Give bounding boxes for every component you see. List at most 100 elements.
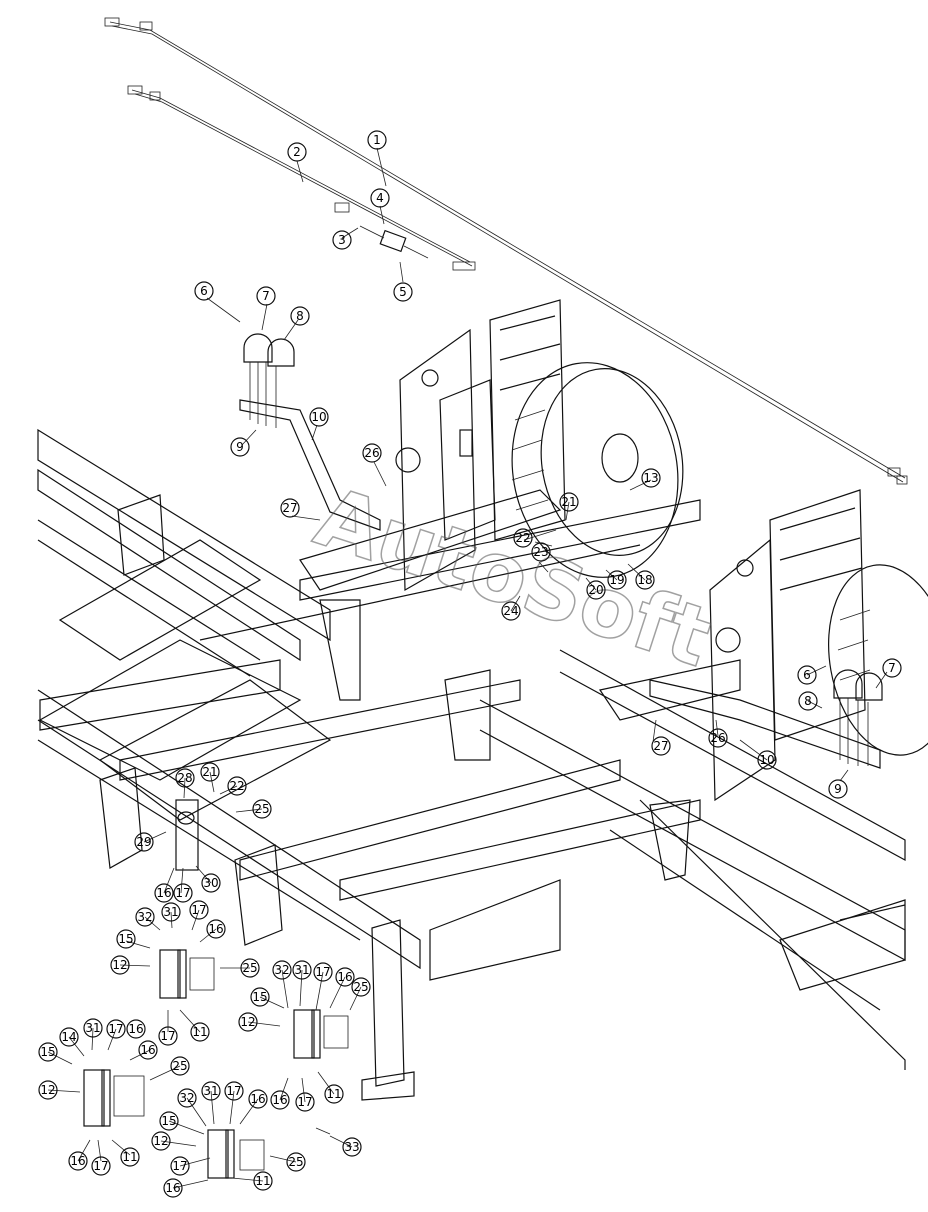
callout-31c: 31 xyxy=(83,1018,103,1038)
callout-8: 8 xyxy=(290,306,310,326)
callout-number: 6 xyxy=(200,284,208,298)
callout-number: 27 xyxy=(282,501,297,515)
callout-25d: 25 xyxy=(170,1056,190,1076)
callout-number: 14 xyxy=(61,1030,76,1044)
callout-25e: 25 xyxy=(286,1152,306,1172)
callout-number: 16 xyxy=(140,1043,155,1057)
callout-16f: 16 xyxy=(138,1040,158,1060)
callout-number: 11 xyxy=(326,1087,341,1101)
callout-16i: 16 xyxy=(163,1178,183,1198)
callout-number: 2 xyxy=(293,145,301,159)
callout-number: 12 xyxy=(153,1134,168,1148)
callout-number: 16 xyxy=(70,1154,85,1168)
callout-10: 10 xyxy=(309,407,329,427)
callout-27b: 27 xyxy=(651,736,671,756)
callout-number: 8 xyxy=(296,309,304,323)
callout-15: 15 xyxy=(116,929,136,949)
callout-29: 29 xyxy=(134,832,154,852)
callout-16b: 16 xyxy=(206,919,226,939)
callout-16d: 16 xyxy=(270,1090,290,1110)
callout-number: 17 xyxy=(172,1159,187,1173)
callout-number: 16 xyxy=(208,922,223,936)
callout-28: 28 xyxy=(175,768,195,788)
callout-number: 33 xyxy=(344,1140,359,1154)
main-frame xyxy=(37,428,906,1101)
callout-17: 17 xyxy=(173,883,193,903)
callout-number: 27 xyxy=(653,739,668,753)
callout-number: 29 xyxy=(136,835,151,849)
callout-number: 17 xyxy=(160,1029,175,1043)
callout-15d: 15 xyxy=(159,1111,179,1131)
callout-4: 4 xyxy=(370,188,390,208)
callout-12b: 12 xyxy=(238,1012,258,1032)
callout-number: 17 xyxy=(226,1084,241,1098)
callout-3: 3 xyxy=(332,230,352,250)
callout-number: 16 xyxy=(272,1093,287,1107)
callout-32c: 32 xyxy=(177,1088,197,1108)
callout-number: 17 xyxy=(108,1022,123,1036)
callout-12: 12 xyxy=(110,955,130,975)
callout-number: 11 xyxy=(192,1025,207,1039)
callout-number: 25 xyxy=(353,980,368,994)
callout-16c: 16 xyxy=(335,967,355,987)
callout-number: 31 xyxy=(294,963,309,977)
callout-number: 13 xyxy=(643,471,658,485)
callout-22b: 22 xyxy=(227,776,247,796)
callout-30: 30 xyxy=(201,873,221,893)
callout-number: 28 xyxy=(177,771,192,785)
callout-number: 17 xyxy=(315,965,330,979)
callout-number: 15 xyxy=(252,990,267,1004)
callout-number: 3 xyxy=(338,233,346,247)
callout-7b: 7 xyxy=(882,658,902,678)
callout-12c: 12 xyxy=(38,1080,58,1100)
callout-number: 24 xyxy=(503,604,518,618)
callout-number: 21 xyxy=(561,495,576,509)
callout-number: 31 xyxy=(163,905,178,919)
callout-17i: 17 xyxy=(170,1156,190,1176)
watermark-text: AutoSoft xyxy=(305,470,722,686)
callout-2: 2 xyxy=(287,142,307,162)
callout-26b: 26 xyxy=(708,728,728,748)
callout-number: 18 xyxy=(637,573,652,587)
callout-32b: 32 xyxy=(272,960,292,980)
callout-number: 17 xyxy=(175,886,190,900)
callout-number: 8 xyxy=(804,694,812,708)
callout-number: 31 xyxy=(85,1021,100,1035)
callout-number: 16 xyxy=(337,970,352,984)
callout-6b: 6 xyxy=(797,665,817,685)
callout-11c: 11 xyxy=(120,1147,140,1167)
callout-number: 25 xyxy=(254,802,269,816)
callout-15b: 15 xyxy=(250,987,270,1007)
callout-18: 18 xyxy=(635,570,655,590)
callout-number: 22 xyxy=(515,531,530,545)
callout-number: 5 xyxy=(399,285,407,299)
callout-8b: 8 xyxy=(798,691,818,711)
callout-32: 32 xyxy=(135,907,155,927)
callout-31: 31 xyxy=(161,902,181,922)
left-wheel-assembly xyxy=(395,299,684,592)
callout-number: 25 xyxy=(172,1059,187,1073)
callout-12d: 12 xyxy=(151,1131,171,1151)
callout-number: 9 xyxy=(834,782,842,796)
callout-27: 27 xyxy=(280,498,300,518)
callout-number: 23 xyxy=(533,545,548,559)
callout-31b: 31 xyxy=(292,960,312,980)
callout-number: 26 xyxy=(710,731,725,745)
callout-14: 14 xyxy=(59,1027,79,1047)
callout-26: 26 xyxy=(362,443,382,463)
callout-13: 13 xyxy=(641,468,661,488)
callout-number: 9 xyxy=(236,440,244,454)
callout-number: 7 xyxy=(262,289,270,303)
callout-15c: 15 xyxy=(38,1042,58,1062)
callout-number: 17 xyxy=(93,1159,108,1173)
callout-31d: 31 xyxy=(201,1081,221,1101)
callout-33: 33 xyxy=(342,1137,362,1157)
callout-22: 22 xyxy=(513,528,533,548)
callout-21b: 21 xyxy=(200,762,220,782)
callout-16e: 16 xyxy=(126,1019,146,1039)
callout-number: 10 xyxy=(311,410,326,424)
callout-10b: 10 xyxy=(757,750,777,770)
callout-number: 21 xyxy=(202,765,217,779)
callout-number: 16 xyxy=(128,1022,143,1036)
